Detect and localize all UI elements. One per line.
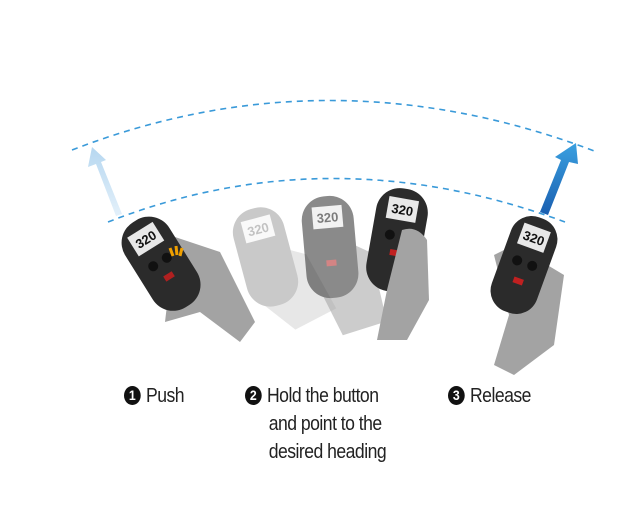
remote-release: 320	[490, 216, 564, 375]
svg-text:320: 320	[246, 219, 271, 239]
remote-moving-ghost: 320	[232, 207, 337, 330]
remote-hold: 320	[366, 188, 429, 340]
hand	[377, 228, 429, 340]
step-number-badge: 2	[245, 386, 262, 405]
svg-text:320: 320	[521, 227, 547, 249]
inner-heading-arc	[107, 177, 566, 223]
outer-heading-arc	[71, 99, 598, 153]
svg-text:320: 320	[390, 201, 414, 220]
step-number-badge: 3	[448, 386, 465, 405]
remote-push: 320	[121, 216, 255, 342]
start-direction-arrow-icon	[88, 147, 122, 216]
svg-text:320: 320	[316, 209, 339, 226]
push-flash-icon	[168, 245, 184, 257]
step-number-badge: 1	[124, 386, 141, 405]
end-direction-arrow-icon	[540, 143, 578, 215]
